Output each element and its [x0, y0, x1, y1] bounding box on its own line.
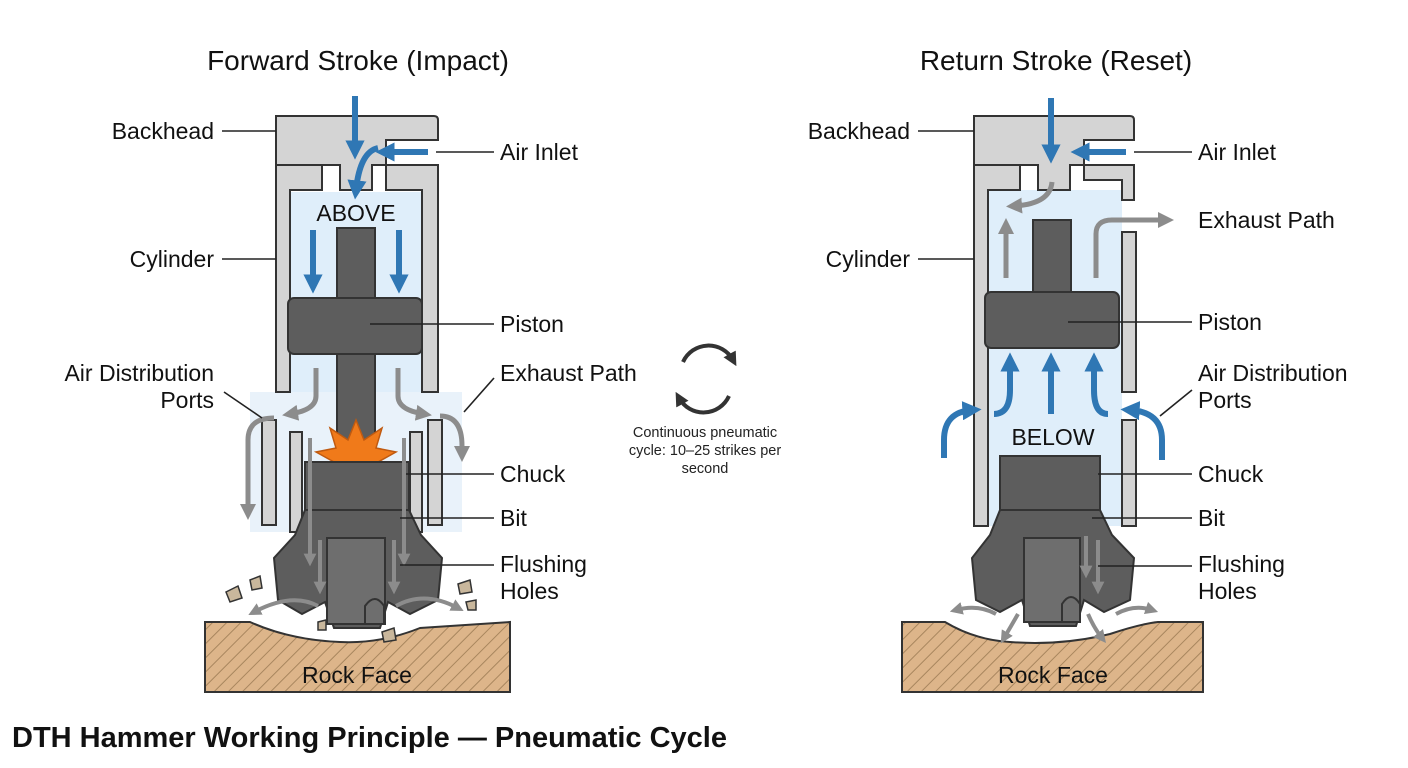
below-label: BELOW [1011, 424, 1094, 450]
piston-label: Piston [500, 311, 564, 337]
cuttings-arrow-3 [1086, 613, 1106, 643]
cycle-arrows-icon [675, 343, 737, 415]
cuttings-arrow-1 [949, 602, 997, 616]
lower-wall-right [427, 419, 443, 526]
cuttings-arrow-4 [1115, 601, 1159, 616]
cylinder-wall-right [1121, 231, 1137, 393]
air-distribution-ports-label: Ports [160, 387, 214, 413]
exhaust-up-arrow-right [1093, 211, 1175, 278]
lower-wall-right [1121, 419, 1137, 527]
cylinder-wall-left [973, 164, 1021, 527]
flushing-holes-label: Holes [1198, 578, 1257, 604]
piston-rod-upper [336, 227, 376, 299]
cycle-text-line2: cycle: 10–25 strikes per [629, 443, 781, 459]
rock-face-label: Rock Face [302, 662, 412, 688]
chuck [999, 455, 1101, 511]
port-arrow-right [439, 413, 471, 463]
rock-face [204, 620, 511, 693]
rock-chip [381, 627, 397, 643]
flushing-holes-label: Holes [500, 578, 559, 604]
air-distribution-label: Air Distribution [1198, 360, 1348, 386]
cycle-text-line1: Continuous pneumatic [633, 425, 777, 441]
rock-chip [249, 574, 263, 591]
air-turn-arrow [347, 145, 379, 200]
air-inlet-label: Air Inlet [500, 139, 579, 165]
piston-label: Piston [1198, 309, 1262, 335]
port-arrow-left [239, 415, 275, 521]
backhead-label: Backhead [808, 118, 910, 144]
air-distribution-label: Air Distribution [64, 360, 214, 386]
air-distribution-ports-label: Ports [1198, 387, 1252, 413]
rock-face-label: Rock Face [998, 662, 1108, 688]
cylinder-label: Cylinder [130, 246, 215, 272]
exhaust-arrow-left [282, 368, 319, 421]
rock-chip [465, 599, 477, 611]
bit-button [364, 598, 385, 625]
rock-chip [457, 579, 473, 595]
air-up-arrow-right [1120, 401, 1165, 460]
rock-face [901, 621, 1204, 693]
cuttings-arrow-left [248, 598, 319, 615]
cuttings-arrow-2 [1000, 613, 1020, 644]
return-stroke-diagram: Return Stroke (Reset) Rock Face BELOW [808, 45, 1348, 693]
bit-button [1061, 596, 1081, 623]
exhaust-path-label: Exhaust Path [500, 360, 637, 386]
air-up-arrow-3 [1084, 352, 1109, 417]
air-inlet-label: Air Inlet [1198, 139, 1277, 165]
chuck [304, 461, 410, 511]
cylinder-wall-right [385, 164, 439, 393]
rock-chip [225, 584, 243, 603]
air-up-arrow-1 [993, 352, 1020, 417]
air-up-arrow-left [941, 401, 982, 458]
piston [984, 291, 1120, 349]
lower-wall-left [261, 419, 277, 526]
forward-stroke-title: Forward Stroke (Impact) [207, 45, 509, 76]
piston [287, 297, 423, 355]
bit-label: Bit [1198, 505, 1225, 531]
chuck-label: Chuck [1198, 461, 1264, 487]
chuck-label: Chuck [500, 461, 566, 487]
exhaust-port-block [1083, 164, 1135, 201]
bit-label: Bit [500, 505, 527, 531]
exhaust-curve-arrow [1006, 181, 1055, 214]
exhaust-path-label: Exhaust Path [1198, 207, 1335, 233]
flushing-label: Flushing [500, 551, 587, 577]
exhaust-arrow-right [395, 368, 432, 421]
left-label-leaders [222, 130, 495, 566]
piston-rod-upper [1032, 219, 1072, 293]
cycle-text-line3: second [682, 461, 729, 477]
cuttings-arrow-right [395, 596, 464, 611]
flushing-label: Flushing [1198, 551, 1285, 577]
backhead-label: Backhead [112, 118, 214, 144]
diagram-caption: DTH Hammer Working Principle — Pneumatic… [12, 722, 727, 754]
cylinder-label: Cylinder [826, 246, 911, 272]
return-stroke-title: Return Stroke (Reset) [920, 45, 1192, 76]
above-label: ABOVE [316, 200, 395, 226]
forward-stroke-diagram: Forward Stroke (Impact) Rock Face ABOVE [64, 45, 637, 693]
right-label-leaders [918, 130, 1193, 567]
rock-chip [317, 619, 327, 631]
inner-sleeve-left [289, 431, 303, 533]
